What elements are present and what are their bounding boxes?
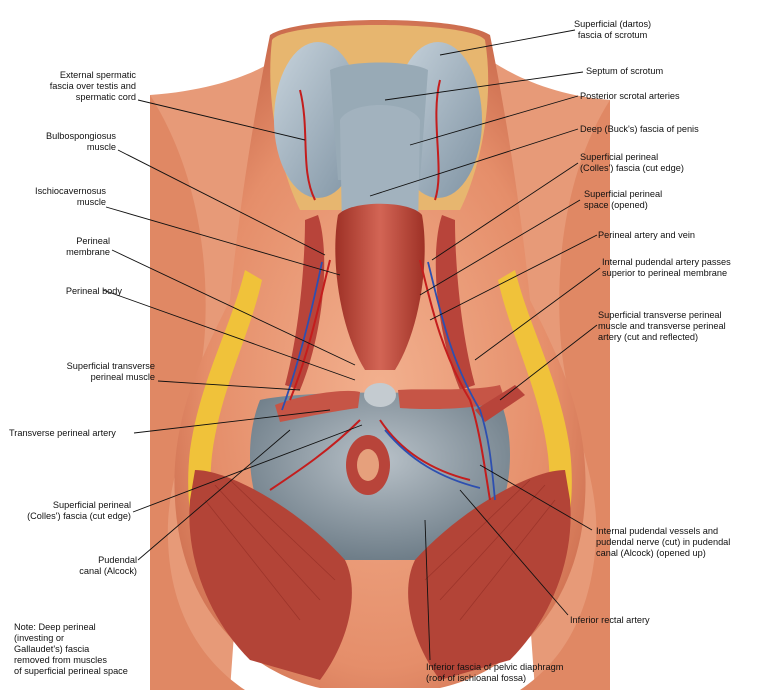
label-ischiocavernosus: Ischiocavernosus muscle <box>35 186 106 207</box>
label-bulbospongiosus: Bulbospongiosus muscle <box>46 131 116 152</box>
gluteus-right <box>408 470 571 680</box>
note-text: Note: Deep perineal (investing or Gallau… <box>14 622 128 676</box>
label-superficial-transverse-right: Superficial transverse perineal muscle a… <box>598 310 726 342</box>
label-external-spermatic: External spermatic fascia over testis an… <box>49 70 136 102</box>
label-internal-pudendal-passes: Internal pudendal artery passes superior… <box>602 257 731 278</box>
bulbospongiosus-muscle <box>335 203 425 370</box>
ischiocavernosus-left <box>285 215 325 390</box>
label-superficial-perineal-colles-top: Superficial perineal (Colles') fascia (c… <box>580 152 684 173</box>
label-inferior-fascia-pelvic: Inferior fascia of pelvic diaphragm (roo… <box>426 662 564 683</box>
label-perineal-body: Perineal body <box>65 286 122 296</box>
leader-lines <box>102 29 601 661</box>
label-superficial-perineal-space: Superficial perineal space (opened) <box>584 189 663 210</box>
label-perineal-membrane: Perineal membrane <box>66 236 110 257</box>
label-posterior-scrotal-arteries: Posterior scrotal arteries <box>580 91 680 101</box>
perineal-body <box>364 383 396 407</box>
label-superficial-dartos: Superficial (dartos) fascia of scrotum <box>574 19 652 40</box>
veins <box>281 261 496 501</box>
label-superficial-perineal-colles-bottom: Superficial perineal (Colles') fascia (c… <box>27 500 131 521</box>
label-inferior-rectal-artery: Inferior rectal artery <box>570 615 650 625</box>
label-internal-pudendal-vessels: Internal pudendal vessels and pudendal n… <box>596 526 731 558</box>
label-superficial-transverse-left: Superficial transverse perineal muscle <box>66 361 155 382</box>
gluteus-left <box>189 470 352 680</box>
label-transverse-perineal-artery: Transverse perineal artery <box>9 428 116 438</box>
label-perineal-artery-vein: Perineal artery and vein <box>598 230 696 240</box>
label-pudendal-canal: Pudendal canal (Alcock) <box>79 555 137 576</box>
superficial-transverse-right <box>398 385 505 410</box>
label-deep-bucks-fascia: Deep (Buck's) fascia of penis <box>580 124 699 134</box>
ischiocavernosus-right <box>435 215 475 390</box>
label-septum-scrotum: Septum of scrotum <box>586 66 664 76</box>
